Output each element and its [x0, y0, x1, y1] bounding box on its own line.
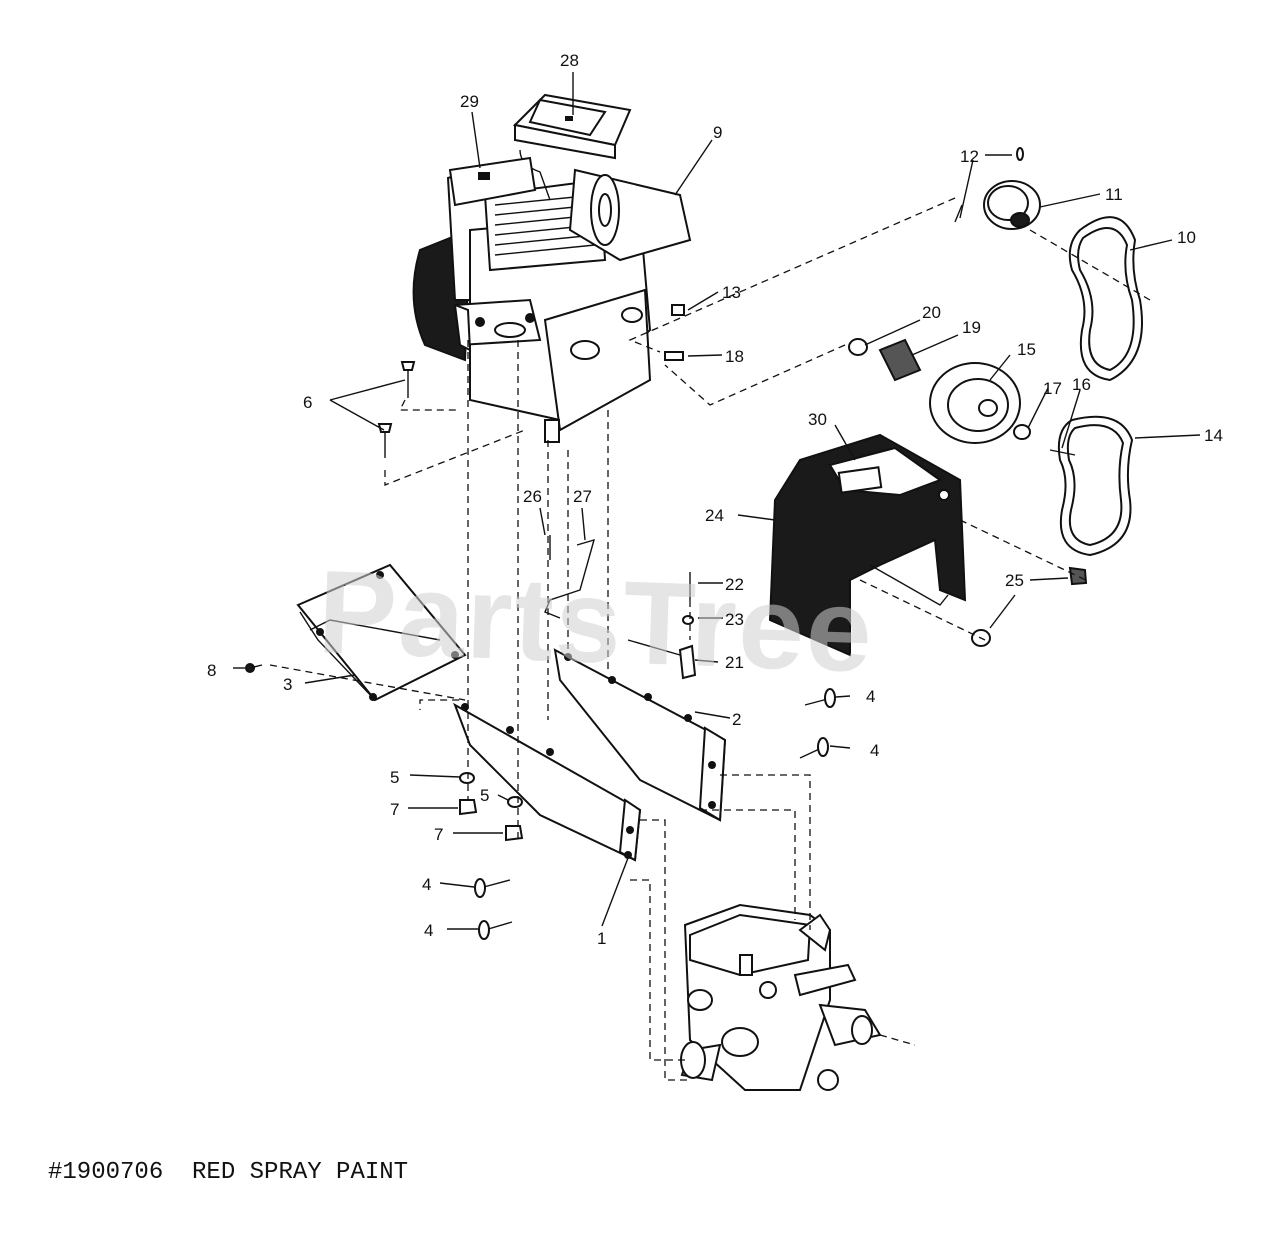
callout-29: 29 [460, 92, 479, 111]
callout-7b: 7 [434, 825, 443, 844]
left-frame-bracket [453, 702, 642, 862]
callout-25: 25 [1005, 571, 1024, 590]
transmission-pulley [848, 338, 1076, 456]
callout-8: 8 [207, 661, 216, 680]
assembly-lines [269, 197, 1151, 1081]
callout-labels: 1 2 3 4 4 4 4 5 5 6 7 7 8 9 10 11 12 13 … [207, 51, 1223, 948]
callout-15: 15 [1017, 340, 1036, 359]
transmission [680, 903, 882, 1091]
callout-7a: 7 [390, 800, 399, 819]
engine [412, 93, 692, 443]
paint-caption: #1900706 RED SPRAY PAINT [48, 1159, 408, 1186]
callout-16: 16 [1072, 375, 1091, 394]
callout-12: 12 [960, 147, 979, 166]
callout-18: 18 [725, 347, 744, 366]
callout-14: 14 [1204, 426, 1223, 445]
callout-4c: 4 [422, 875, 431, 894]
callout-3: 3 [283, 675, 292, 694]
callout-5b: 5 [480, 786, 489, 805]
callout-11: 11 [1105, 185, 1123, 204]
right-frame-bracket [553, 648, 727, 822]
callout-20: 20 [922, 303, 941, 322]
callout-1: 1 [597, 929, 606, 948]
belt-guard [768, 433, 967, 657]
callout-4a: 4 [866, 687, 875, 706]
callout-27: 27 [573, 487, 592, 506]
callout-23: 23 [725, 610, 744, 629]
callout-28: 28 [560, 51, 579, 70]
callout-4b: 4 [870, 741, 879, 760]
callout-30: 30 [808, 410, 827, 429]
callout-6: 6 [303, 393, 312, 412]
callout-10: 10 [1177, 228, 1196, 247]
callout-21: 21 [725, 653, 744, 672]
callout-4d: 4 [424, 921, 433, 940]
callout-2: 2 [732, 710, 741, 729]
callout-24: 24 [705, 506, 724, 525]
callout-22: 22 [725, 575, 744, 594]
leader-lines [233, 72, 1201, 930]
guard-nuts [971, 566, 1088, 647]
callout-17: 17 [1043, 379, 1062, 398]
drive-belt [1057, 415, 1134, 557]
tine-belt [1068, 216, 1143, 382]
callout-5a: 5 [390, 768, 399, 787]
callout-13: 13 [722, 283, 741, 302]
callout-9: 9 [713, 123, 722, 142]
callout-26: 26 [523, 487, 542, 506]
shift-bracket [627, 639, 697, 680]
watermark: PartsTree [316, 546, 876, 697]
engine-pulley [954, 147, 1041, 230]
callout-19: 19 [962, 318, 981, 337]
